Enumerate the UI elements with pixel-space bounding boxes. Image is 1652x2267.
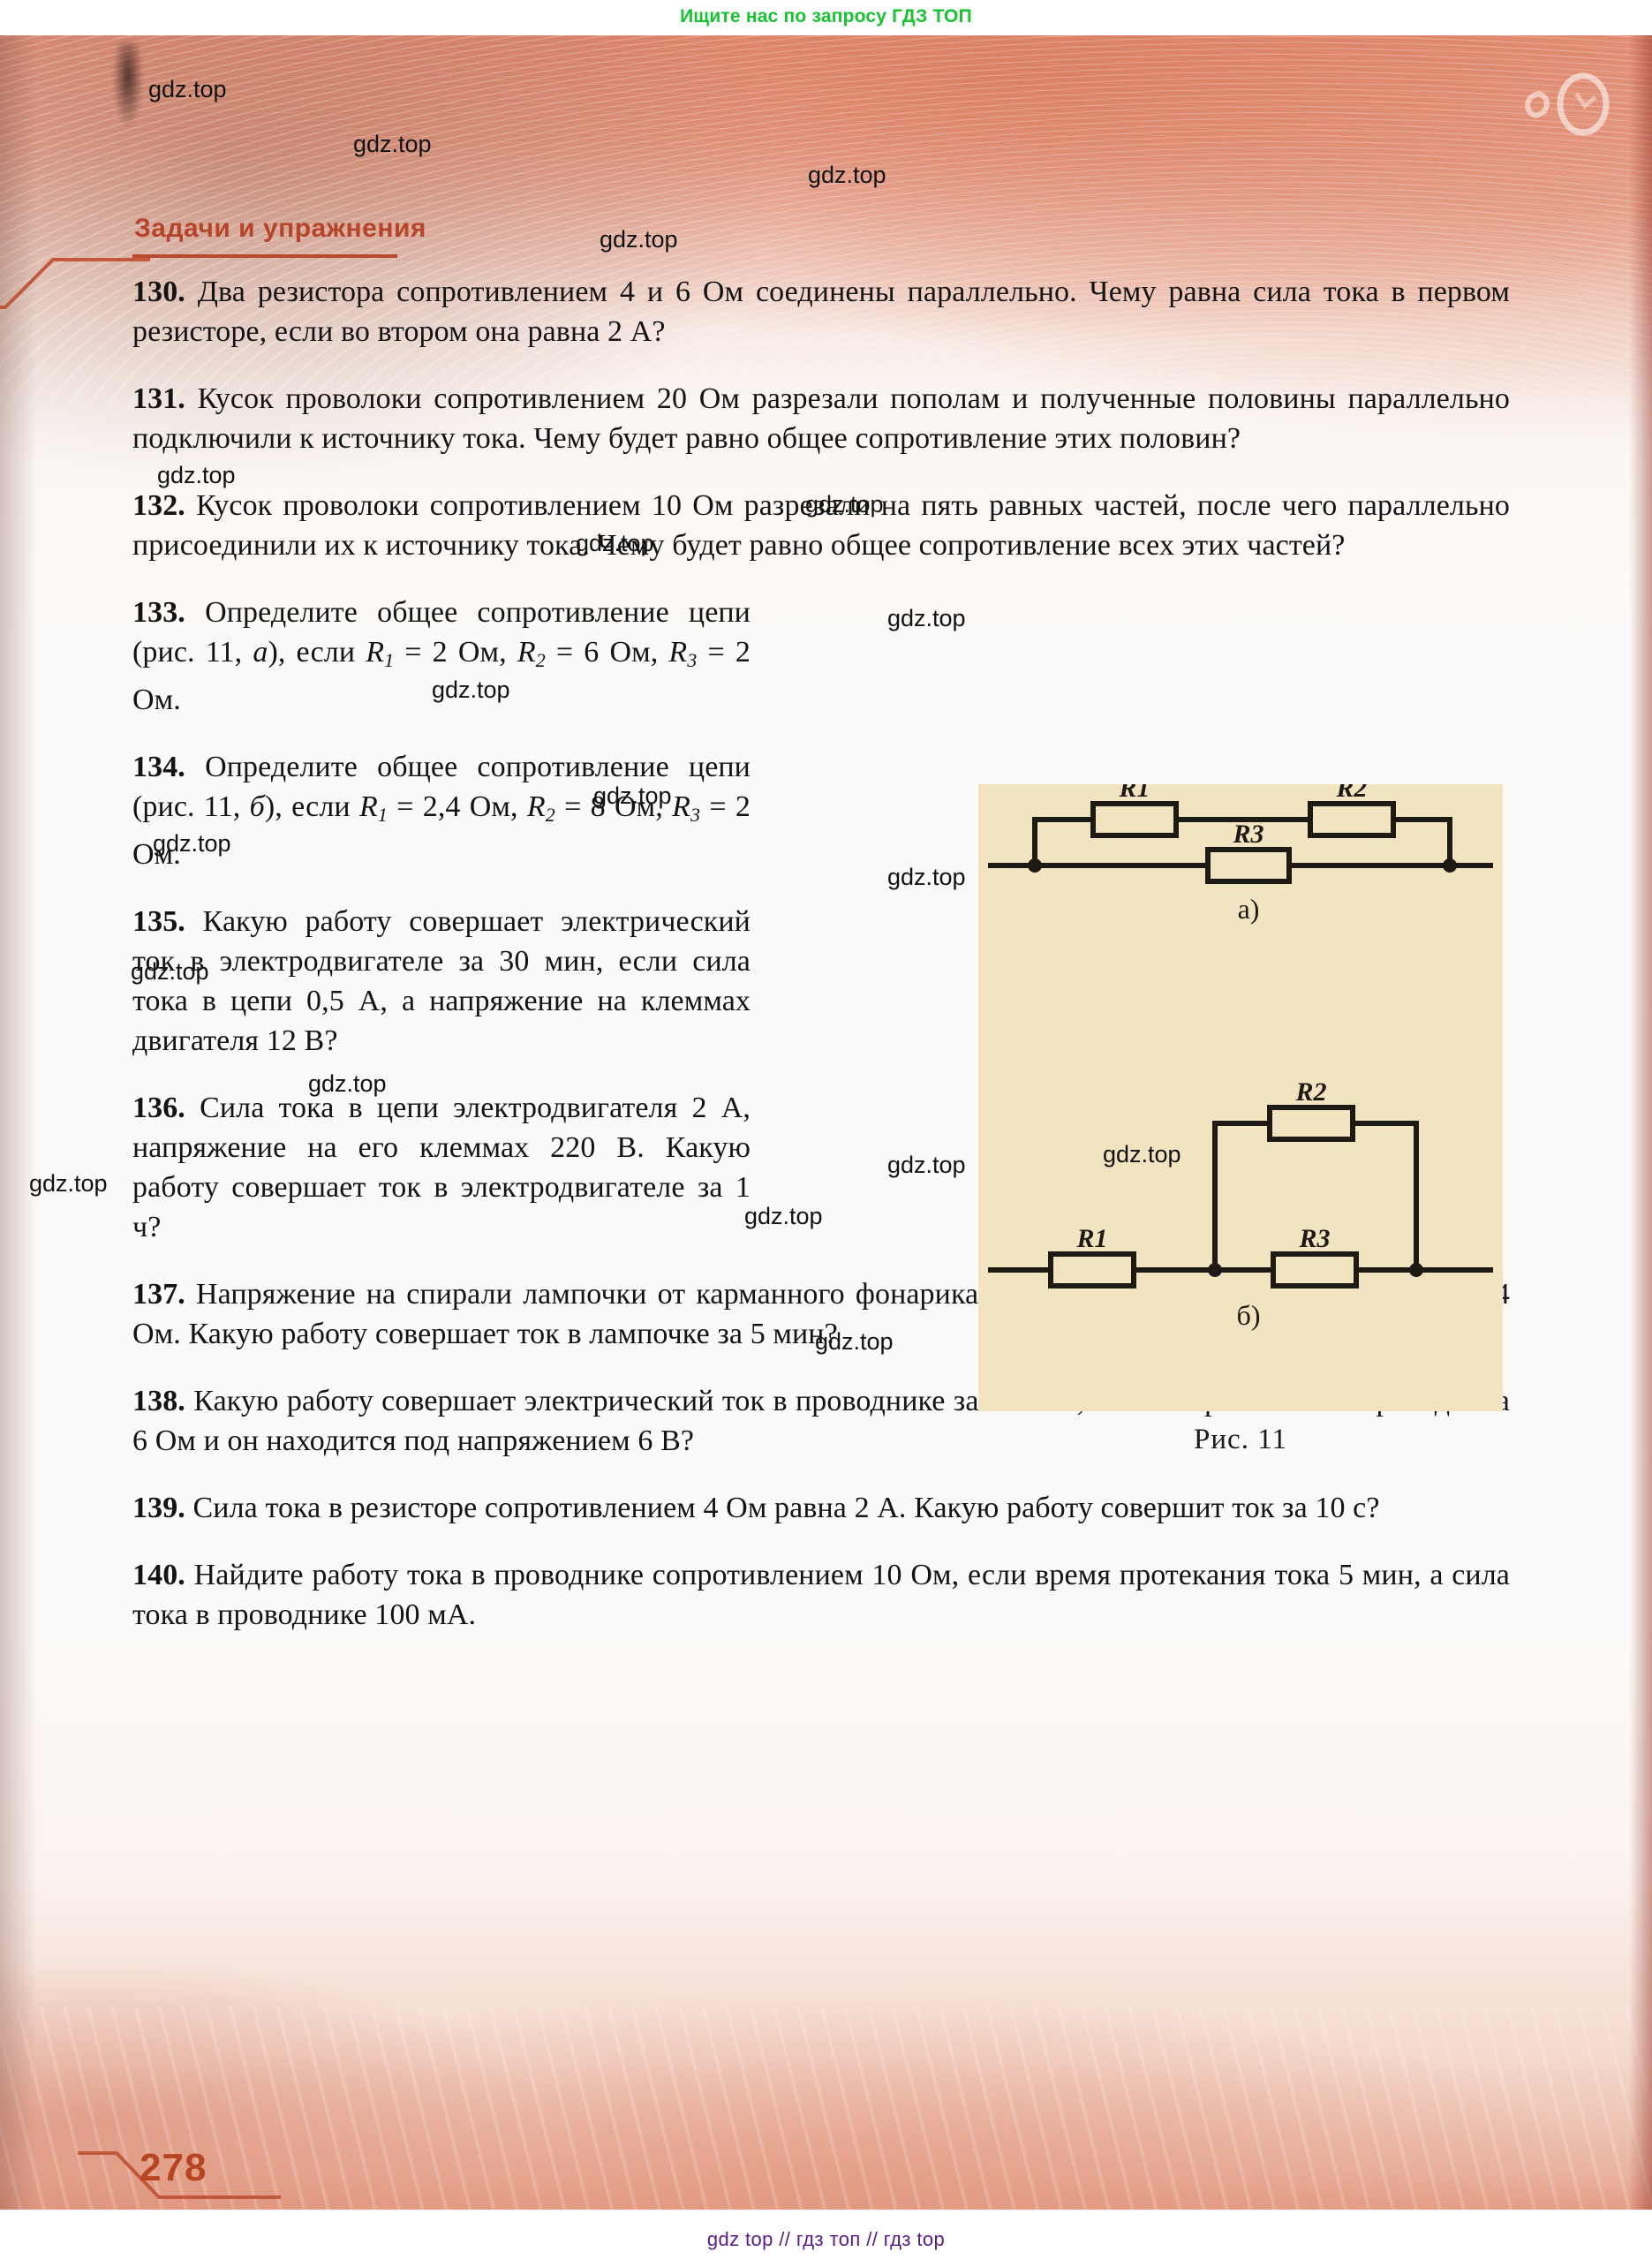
problem-133: 133. Определите общее сопротивление цепи… (132, 593, 751, 720)
bottom-promo-bar: gdz top // гдз топ // гдз top (0, 2212, 1652, 2267)
panel-b-label: б) (1237, 1299, 1261, 1331)
problem-text: Кусок проволоки сопротивлением 20 Ом раз… (132, 382, 1510, 455)
problem-number: 130. (132, 276, 185, 308)
problem-139: 139. Сила тока в резисторе сопротивление… (132, 1488, 1510, 1528)
problem-number: 133. (132, 596, 185, 629)
problem-number: 138. (132, 1385, 185, 1417)
problem-text: Определите общее сопротивление цепи (рис… (132, 596, 751, 716)
figure-caption: Рис. 11 (1194, 1424, 1287, 1455)
promo-top-text: Ищите нас по запросу ГДЗ ТОП (680, 6, 972, 26)
label-a-R3: R3 (1232, 820, 1264, 849)
problem-number: 137. (132, 1278, 185, 1311)
problems-column: 130. Два резистора сопротивлением 4 и 6 … (132, 272, 1510, 1662)
problem-number: 140. (132, 1559, 185, 1591)
circuit-diagram-svg: R1 R2 R3 а) (988, 784, 1493, 1331)
problem-number: 131. (132, 382, 185, 415)
label-b-R2: R2 (1294, 1077, 1326, 1107)
label-b-R1: R1 (1075, 1224, 1107, 1253)
problem-132: 132. Кусок проволоки сопротивлением 10 О… (132, 486, 1510, 565)
resistor-a-R2 (1308, 801, 1396, 838)
problem-130: 130. Два резистора сопротивлением 4 и 6 … (132, 272, 1510, 351)
problem-text: Найдите работу тока в проводнике сопроти… (132, 1559, 1510, 1631)
spine-shadow (0, 35, 37, 2210)
decorative-rings-icon (1525, 72, 1610, 136)
problem-number: 134. (132, 751, 185, 783)
problem-number: 135. (132, 905, 185, 938)
problem-136: 136. Сила тока в цепи электродвигателя 2… (132, 1088, 751, 1247)
label-a-R1: R1 (1118, 784, 1150, 803)
page-number: 278 (140, 2146, 207, 2189)
top-promo-bar: Ищите нас по запросу ГДЗ ТОП (0, 0, 1652, 34)
resistor-b-R3 (1271, 1251, 1359, 1288)
margin-step-decoration (0, 258, 150, 309)
resistor-b-R2 (1267, 1105, 1355, 1142)
scan-smudge (113, 42, 143, 129)
circuit-figure: R1 R2 R3 а) (978, 784, 1503, 1411)
label-b-R3: R3 (1298, 1224, 1330, 1253)
node-b-left (1208, 1263, 1222, 1277)
problem-text: Сила тока в цепи электродвигателя 2 А, н… (132, 1092, 751, 1243)
problem-134: 134. Определите общее сопротивление цепи… (132, 747, 751, 874)
panel-a-label: а) (1238, 893, 1260, 925)
problem-text: Какую работу совершает электрический ток… (132, 905, 751, 1057)
paper-grain-bottom (0, 2006, 1652, 2210)
problem-text: Определите общее сопротивление цепи (рис… (132, 751, 751, 871)
resistor-b-R1 (1048, 1251, 1136, 1288)
problem-131: 131. Кусок проволоки сопротивлением 20 О… (132, 379, 1510, 458)
resistor-a-R3 (1205, 847, 1292, 884)
label-a-R2: R2 (1335, 784, 1367, 803)
problem-135: 135. Какую работу совершает электрически… (132, 902, 751, 1061)
problem-number: 136. (132, 1092, 185, 1124)
problem-text: Сила тока в резисторе сопротивлением 4 О… (192, 1492, 1380, 1524)
scanned-page-sheet: Задачи и упражнения 130. Два резистора с… (0, 35, 1652, 2210)
problem-text: Кусок проволоки сопротивлением 10 Ом раз… (132, 489, 1510, 562)
paper-grain-arcs-secondary (0, 35, 1652, 300)
heading-underline (132, 254, 397, 258)
problem-number: 139. (132, 1492, 185, 1524)
promo-bottom-text: gdz top // гдз топ // гдз top (706, 2228, 946, 2250)
page-number-decoration (78, 2151, 281, 2199)
resistor-a-R1 (1090, 801, 1179, 838)
problem-140: 140. Найдите работу тока в проводнике со… (132, 1555, 1510, 1635)
node-b-right (1409, 1263, 1423, 1277)
paper-grain-arcs (0, 35, 1652, 406)
page-section-heading: Задачи и упражнения (134, 214, 426, 243)
problem-text: Два резистора сопротивлением 4 и 6 Ом со… (132, 276, 1510, 348)
right-edge-shadow (1629, 35, 1652, 2210)
problem-number: 132. (132, 489, 185, 522)
